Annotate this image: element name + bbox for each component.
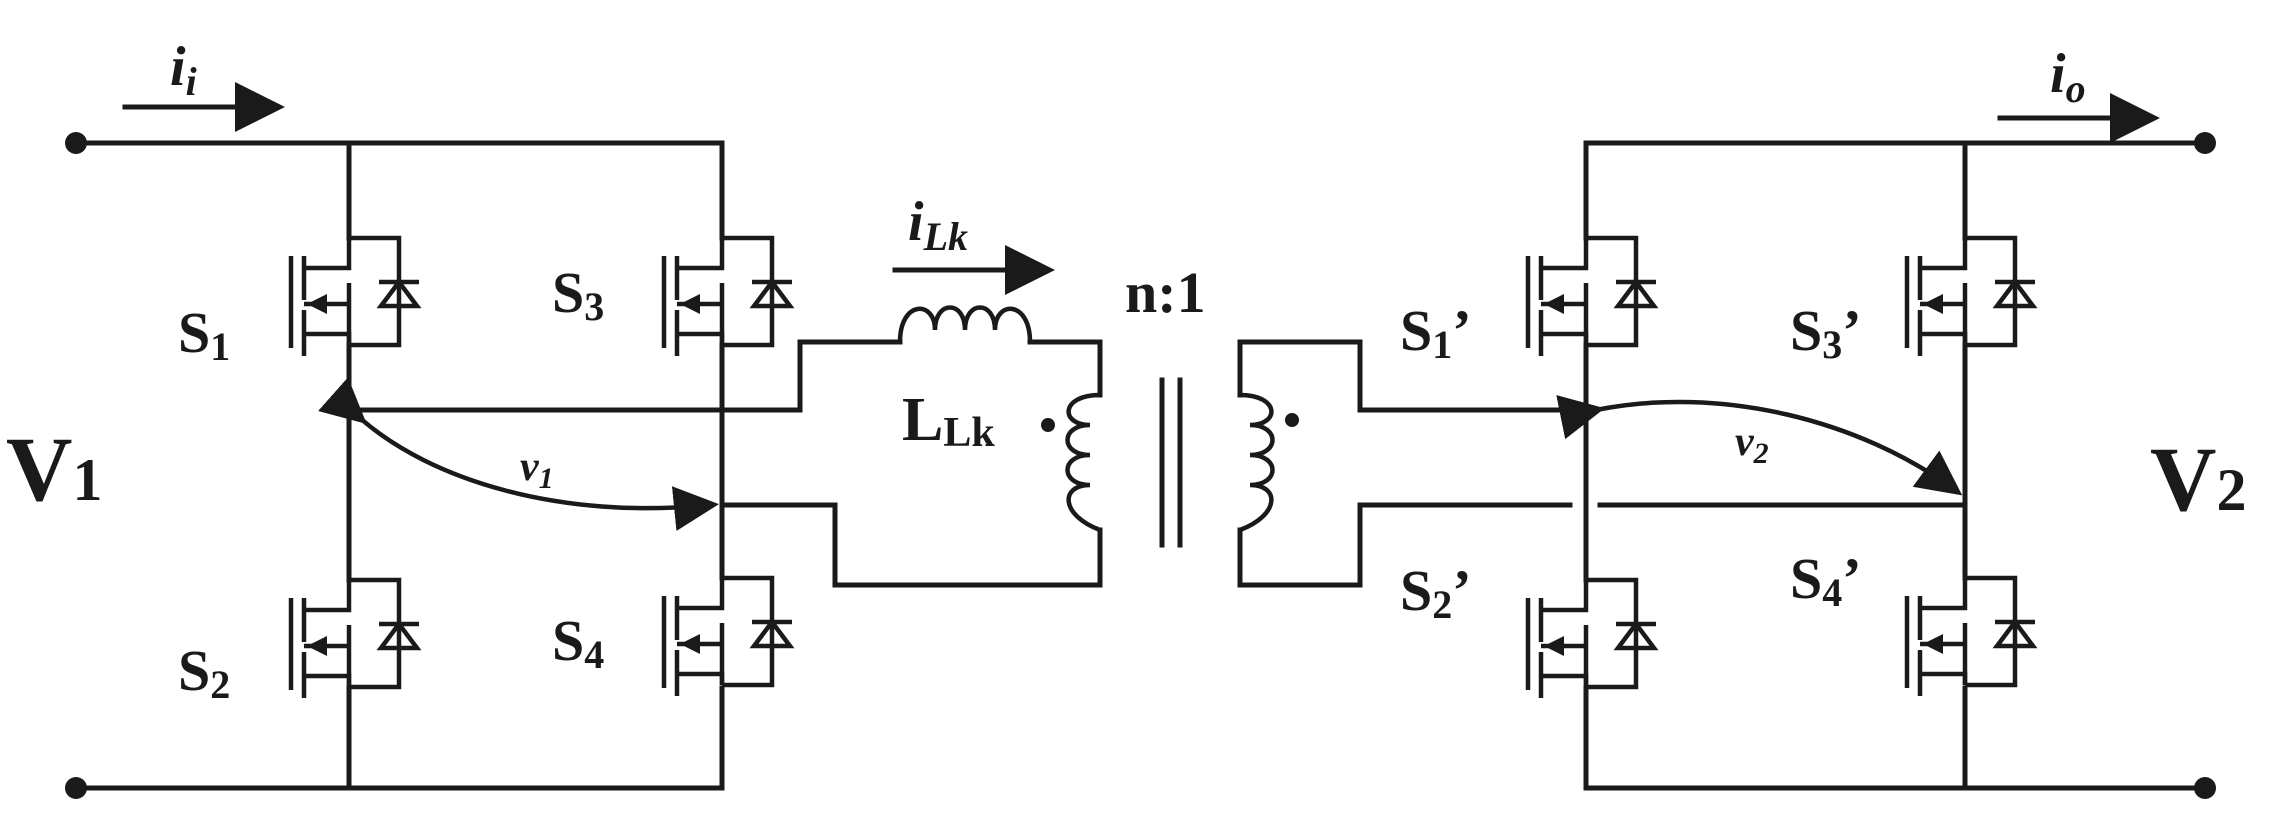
voltage-V2-label: V2 xyxy=(2150,428,2246,530)
right-top-rail xyxy=(1583,132,2216,154)
S4-prime-label: S4’ xyxy=(1790,546,1862,615)
inductor-LLk-label: LLk xyxy=(902,386,995,456)
transformer xyxy=(1041,339,1363,588)
switch-S3-prime xyxy=(1904,235,2038,356)
S1-prime-label: S1’ xyxy=(1400,298,1472,367)
voltage-V1-label: V1 xyxy=(6,418,102,520)
v2-label: v2 xyxy=(1735,419,1769,470)
switch-S1 xyxy=(288,235,422,356)
right-legs xyxy=(1583,140,1968,791)
S2-prime-label: S2’ xyxy=(1400,558,1472,627)
switch-S3 xyxy=(661,235,795,356)
switch-S1-prime xyxy=(1525,235,1659,356)
leakage-inductor xyxy=(837,305,1103,398)
left-top-rail xyxy=(65,132,725,154)
S3-label: S3 xyxy=(552,260,604,329)
polarity-dot-secondary xyxy=(1285,413,1299,427)
right-bottom-rail xyxy=(1583,777,2216,799)
S2-label: S2 xyxy=(178,638,230,707)
S1-label: S1 xyxy=(178,300,230,369)
v2-voltage-arc xyxy=(1556,395,1963,496)
left-bottom-rail xyxy=(65,777,725,799)
output-current-label: io xyxy=(2050,43,2086,111)
inductor-current-label: iLk xyxy=(908,191,968,259)
S3-prime-label: S3’ xyxy=(1790,298,1862,367)
right-connections xyxy=(1357,407,1968,508)
v1-voltage-arc xyxy=(318,377,719,531)
v1-label: v1 xyxy=(520,444,554,495)
switch-S2 xyxy=(288,577,422,698)
switch-S4-prime xyxy=(1904,575,2038,696)
polarity-dot-primary xyxy=(1041,418,1055,432)
switch-S4 xyxy=(661,575,795,696)
S4-label: S4 xyxy=(552,608,604,677)
switch-S2-prime xyxy=(1525,577,1659,698)
turns-ratio-label: n:1 xyxy=(1125,260,1206,325)
input-current-label: ii xyxy=(170,36,197,104)
